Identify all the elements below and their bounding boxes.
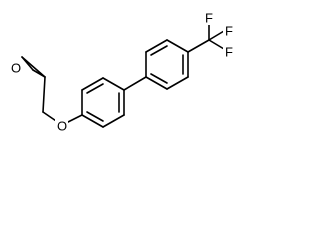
ring2-double-bond-a <box>150 45 168 56</box>
bond-c2-ch2 <box>42 76 46 113</box>
bond-ring-cf3 <box>187 39 210 53</box>
ring1-bond-5 <box>102 114 125 128</box>
ring1-bond-2 <box>81 77 104 91</box>
ring2-double-bond-c <box>150 73 168 84</box>
trifluoromethyl-group <box>187 21 225 53</box>
bond-c-f-bottom <box>208 39 225 50</box>
ring2-bond-3 <box>166 39 189 53</box>
ring1-double-bond-a <box>86 83 104 94</box>
ring1-bond-3 <box>102 77 125 91</box>
epoxide-ring <box>21 56 46 78</box>
epoxide-bond-c1-c2 <box>21 56 46 78</box>
fluorine-bottom-label: F <box>225 45 233 60</box>
ring2-bond-6 <box>145 76 168 90</box>
biaryl-bond <box>123 76 147 91</box>
ether-oxygen-label: O <box>57 119 67 134</box>
epoxide-oxygen-label: O <box>11 61 21 76</box>
benzene-ring-lower <box>81 77 125 128</box>
ring1-double-bond-c <box>86 111 104 122</box>
bond-c-f-right <box>208 30 225 41</box>
ring2-bond-2 <box>145 39 168 53</box>
fluorine-right-label: F <box>225 24 233 39</box>
chemical-structure-diagram: O O F F F <box>9 11 235 134</box>
ring1-bond-6 <box>81 114 104 128</box>
ring2-bond-5 <box>166 76 189 90</box>
fluorine-top-label: F <box>205 11 213 26</box>
atom-labels: O O F F F <box>9 11 235 134</box>
benzene-ring-upper <box>145 39 189 90</box>
